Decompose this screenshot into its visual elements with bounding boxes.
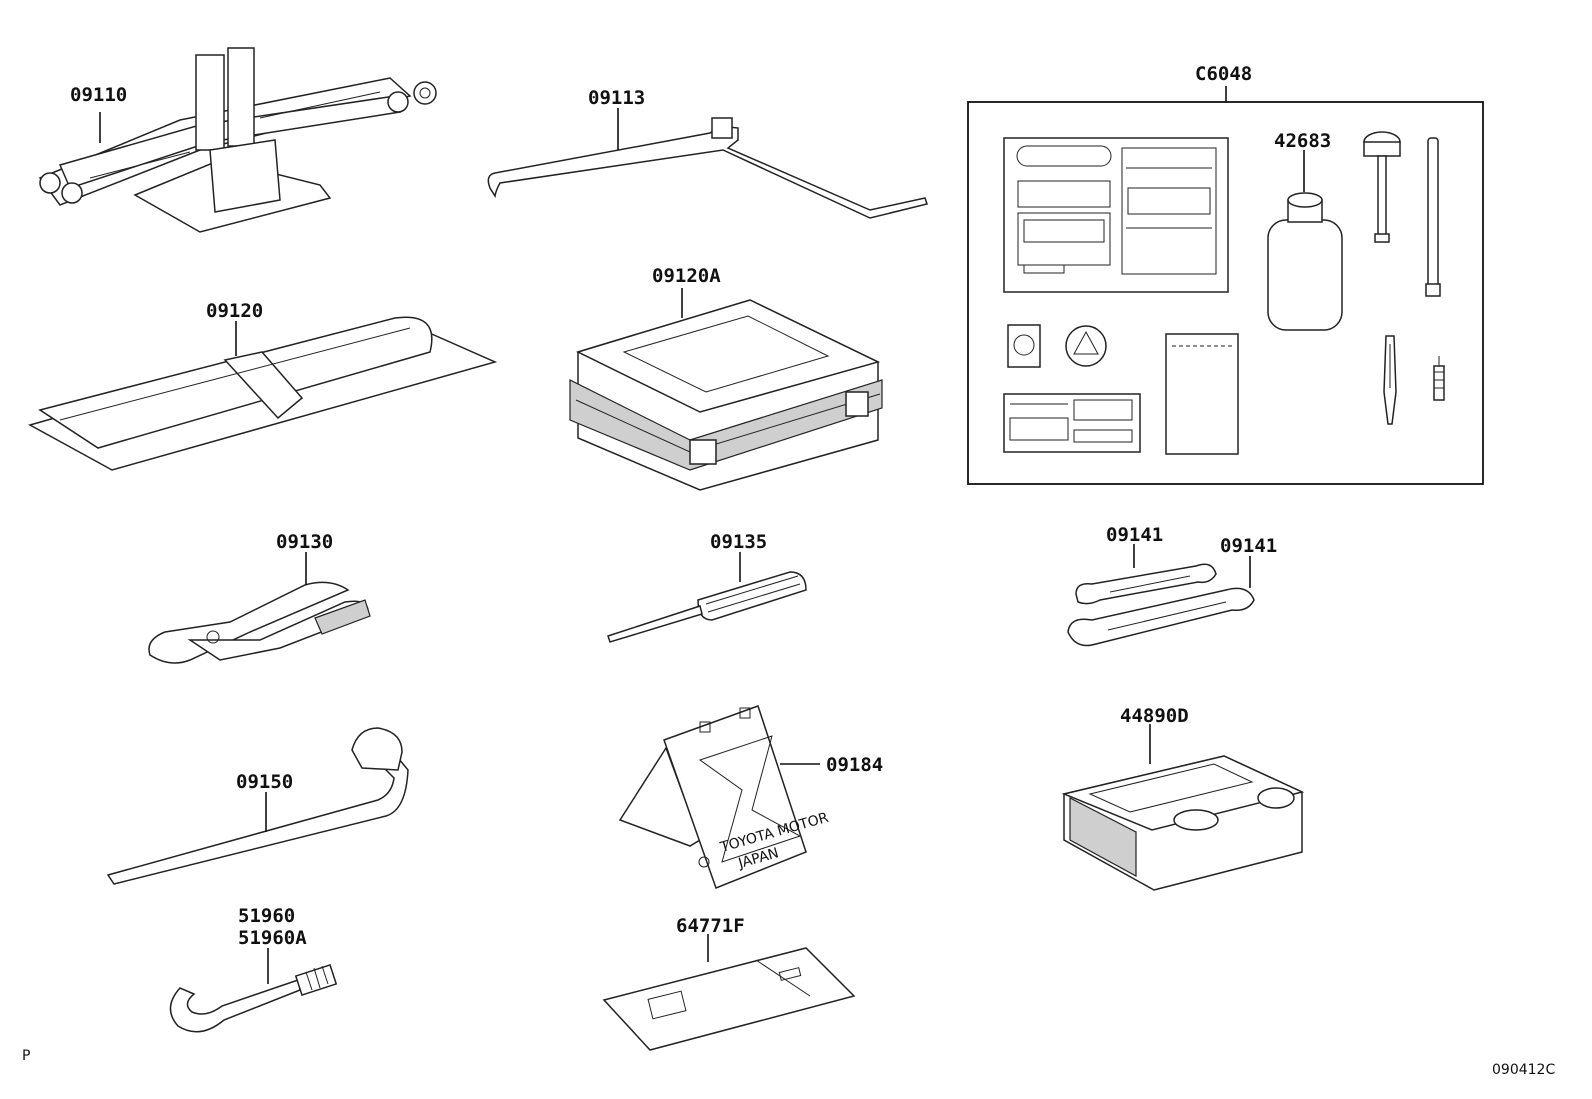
sticker-drawing xyxy=(1007,324,1107,368)
repair-kit-frame xyxy=(967,101,1484,485)
compressor-drawing xyxy=(1061,755,1305,891)
pouch-drawing xyxy=(602,947,856,1051)
sealant-bottle-drawing xyxy=(1267,192,1343,331)
label-09150: 09150 xyxy=(236,771,293,793)
label-09184: 09184 xyxy=(826,754,883,776)
label-09130: 09130 xyxy=(276,531,333,553)
label-09120: 09120 xyxy=(206,300,263,322)
tool-box-drawing xyxy=(569,299,883,491)
label-64771F: 64771F xyxy=(676,915,745,937)
warning-card-drawing xyxy=(1165,333,1239,455)
speed-label-drawing xyxy=(1003,393,1141,453)
pressure-gauge-tool-drawing xyxy=(1383,335,1397,425)
towing-eye-drawing xyxy=(169,963,338,1033)
label-09141-a: 09141 xyxy=(1106,524,1163,546)
label-C6048: C6048 xyxy=(1195,63,1252,85)
wrench-small-drawing xyxy=(1075,563,1217,605)
scissor-jack-drawing xyxy=(38,47,437,233)
wrench-large-drawing xyxy=(1067,587,1255,647)
drawing-code: 090412C xyxy=(1492,1062,1555,1078)
tool-bag-drawing xyxy=(28,316,498,471)
warning-plate-drawing: TOYOTA MOTOR JAPAN xyxy=(618,705,831,889)
extension-hose-drawing xyxy=(1425,137,1441,297)
label-09141-b: 09141 xyxy=(1220,535,1277,557)
label-09120A: 09120A xyxy=(652,265,721,287)
jack-handle-drawing xyxy=(487,117,928,219)
label-44890D: 44890D xyxy=(1120,705,1189,727)
instruction-sheet-drawing xyxy=(1003,137,1229,293)
pliers-drawing xyxy=(148,581,371,664)
label-09110: 09110 xyxy=(70,84,127,106)
screwdriver-drawing xyxy=(607,571,807,643)
label-51960A: 51960A xyxy=(238,927,307,949)
corner-code-left: P xyxy=(22,1048,30,1064)
wheel-nut-wrench-drawing xyxy=(106,727,409,885)
valve-core-drawing xyxy=(1433,356,1445,401)
label-09135: 09135 xyxy=(710,531,767,553)
label-42683: 42683 xyxy=(1274,130,1331,152)
label-09113: 09113 xyxy=(588,87,645,109)
valve-core-tool-drawing xyxy=(1363,131,1401,243)
label-51960: 51960 xyxy=(238,905,295,927)
